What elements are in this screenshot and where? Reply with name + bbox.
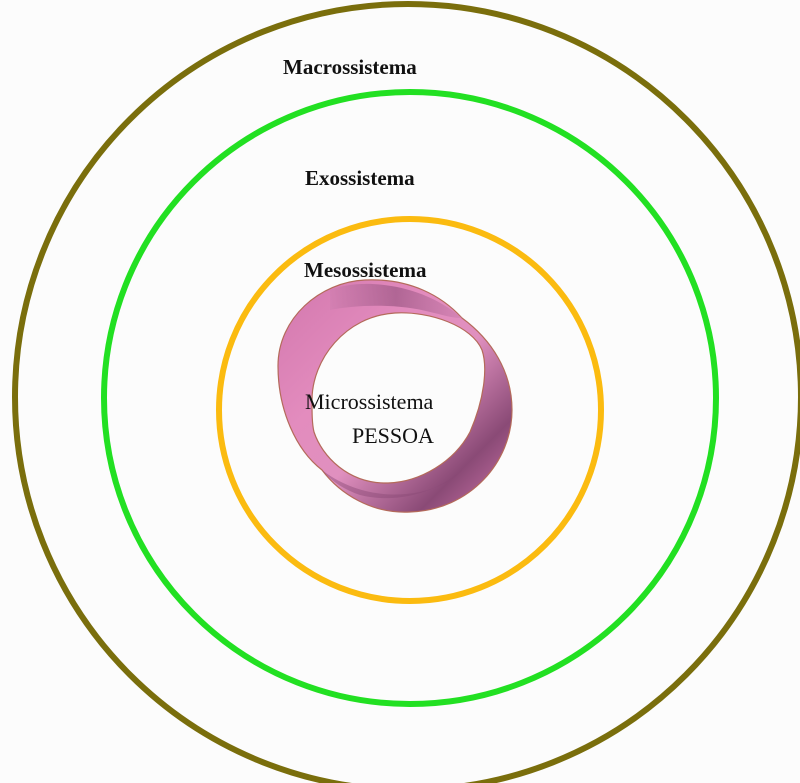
macrossistema-ring bbox=[12, 1, 800, 783]
mesossistema-label: Mesossistema bbox=[304, 258, 427, 282]
band-lower-shade bbox=[322, 470, 462, 499]
mesossistema-ring bbox=[216, 216, 604, 604]
microssistema-band bbox=[277, 279, 513, 513]
pessoa-label: PESSOA bbox=[352, 423, 434, 448]
exossistema-label: Exossistema bbox=[305, 166, 415, 190]
macrossistema-label: Macrossistema bbox=[283, 55, 417, 79]
exossistema-ring bbox=[101, 89, 719, 707]
microssistema-label: Microssistema bbox=[305, 389, 434, 414]
